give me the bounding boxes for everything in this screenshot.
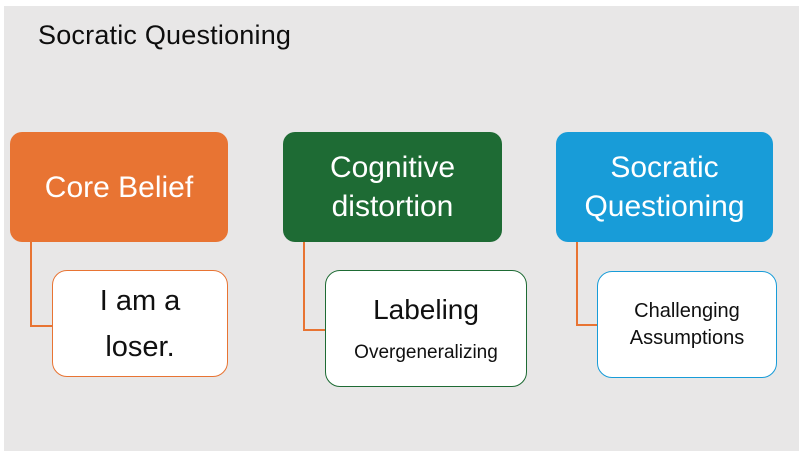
child-text-line: Challenging: [634, 299, 740, 322]
connector-socratic-questioning: [576, 242, 599, 326]
child-text-line: Overgeneralizing: [354, 341, 498, 363]
parent-label-socratic-questioning: Socratic Questioning: [584, 151, 745, 223]
parent-label-core-belief: Core Belief: [44, 170, 194, 204]
child-text-line: Assumptions: [629, 326, 745, 349]
parent-label-cognitive-distortion: Cognitive distortion: [329, 151, 456, 223]
child-text-line: loser.: [105, 330, 175, 363]
parent-box-cognitive-distortion: Cognitive distortion: [283, 132, 502, 242]
child-text-line: I am a: [99, 284, 181, 317]
connector-cognitive-distortion: [303, 242, 327, 331]
child-text-line: Labeling: [373, 293, 479, 325]
slide-title: Socratic Questioning: [38, 20, 292, 50]
parent-box-core-belief: Core Belief: [10, 132, 228, 242]
parent-box-socratic-questioning: Socratic Questioning: [556, 132, 773, 242]
connector-core-belief: [30, 242, 54, 327]
child-box-cognitive-distortion: Labeling Overgeneralizing: [325, 270, 527, 387]
child-box-socratic-questioning: Challenging Assumptions: [597, 271, 777, 378]
child-box-core-belief: I am a loser.: [52, 270, 228, 377]
